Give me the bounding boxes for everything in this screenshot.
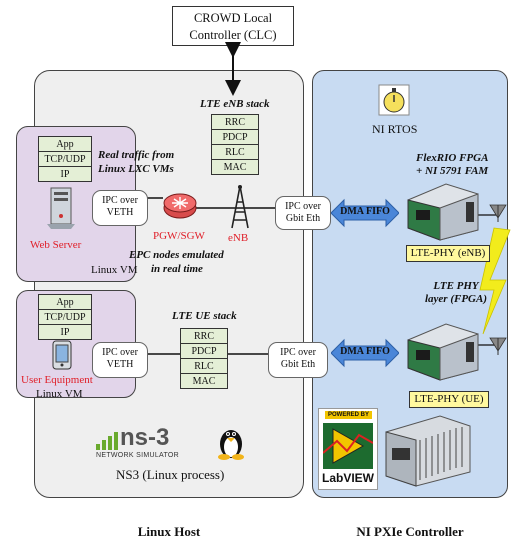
enb-tower-icon <box>231 185 249 229</box>
dma-fifo-bottom-arrow <box>331 338 399 368</box>
vm-top-ip: IP <box>38 166 92 182</box>
ue-stack-rrc: RRC <box>180 328 228 344</box>
ns3-logo-text: ns-3 <box>120 424 170 451</box>
ipc-gbit-bottom: IPC over Gbit Eth <box>268 342 328 378</box>
dma-fifo-top-label: DMA FIFO <box>340 206 390 217</box>
vm-bottom-tcpudp: TCP/UDP <box>38 309 92 325</box>
vm-bottom-app: App <box>38 294 92 310</box>
enb-stack-mac: MAC <box>211 159 259 175</box>
vm-bottom-label: Linux VM <box>36 388 83 400</box>
web-server-label: Web Server <box>30 239 82 251</box>
vm-bottom-ip: IP <box>38 324 92 340</box>
vm-top-label: Linux VM <box>91 264 138 276</box>
user-equipment-label: User Equipment <box>21 374 93 386</box>
dma-fifo-bottom-label: DMA FIFO <box>340 346 390 357</box>
enb-stack-rlc: RLC <box>211 144 259 160</box>
ue-stack-title: LTE UE stack <box>172 310 237 322</box>
labview-text: LabVIEW <box>322 471 375 485</box>
ni-pxie-footer: NI PXIe Controller <box>356 524 464 539</box>
ue-stack-mac: MAC <box>180 373 228 389</box>
vm-top-tcpudp: TCP/UDP <box>38 151 92 167</box>
lte-phy-ue-label: LTE-PHY (UE) <box>409 391 489 408</box>
labview-graphic-icon <box>323 423 373 469</box>
phy-layer-label: LTE PHY layer (FPGA) <box>424 280 487 305</box>
labview-badge: POWERED BY <box>325 411 373 419</box>
rtos-label: NI RTOS <box>372 122 418 136</box>
ue-stack-rlc: RLC <box>180 358 228 374</box>
pxie-chassis-icon <box>385 415 471 487</box>
linux-tux-icon <box>218 430 244 460</box>
clc-line1: CROWD Local <box>193 11 273 25</box>
enb-label: eNB <box>228 232 249 244</box>
router-label: PGW/SGW <box>153 230 205 242</box>
epc-note: EPC nodes emulated in real time <box>129 249 224 275</box>
ns3-process-label: NS3 (Linux process) <box>116 467 225 482</box>
enb-stack-pdcp: PDCP <box>211 129 259 145</box>
dma-fifo-top-arrow <box>331 198 399 228</box>
flexrio-label: FlexRIO FPGA + NI 5791 FAM <box>416 152 489 177</box>
ue-stack-pdcp: PDCP <box>180 343 228 359</box>
ns3-bars-icon <box>96 432 118 450</box>
fpga-card-bottom-icon <box>407 323 479 381</box>
lte-phy-enb-label: LTE-PHY (eNB) <box>406 245 490 262</box>
router-icon <box>163 193 197 219</box>
rtos-stopwatch-icon <box>378 84 410 116</box>
ipc-veth-bottom: IPC over VETH <box>92 342 148 378</box>
traffic-note: Real traffic from Linux LXC VMs <box>98 149 175 175</box>
web-server-icon <box>47 187 75 229</box>
fpga-card-top-icon <box>407 183 479 241</box>
user-equipment-icon <box>52 340 72 370</box>
clc-line2: Controller (CLC) <box>189 28 277 42</box>
ipc-veth-top: IPC over VETH <box>92 190 148 226</box>
ipc-gbit-top: IPC over Gbit Eth <box>275 196 331 230</box>
vm-top-app: App <box>38 136 92 152</box>
wireless-bolt-icon <box>479 227 511 335</box>
linux-host-footer: Linux Host <box>137 524 201 539</box>
enb-stack-title: LTE eNB stack <box>200 98 270 110</box>
ns3-logo-sub: NETWORK SIMULATOR <box>96 452 180 459</box>
labview-logo: POWERED BY LabVIEW <box>318 408 378 490</box>
enb-stack-rrc: RRC <box>211 114 259 130</box>
